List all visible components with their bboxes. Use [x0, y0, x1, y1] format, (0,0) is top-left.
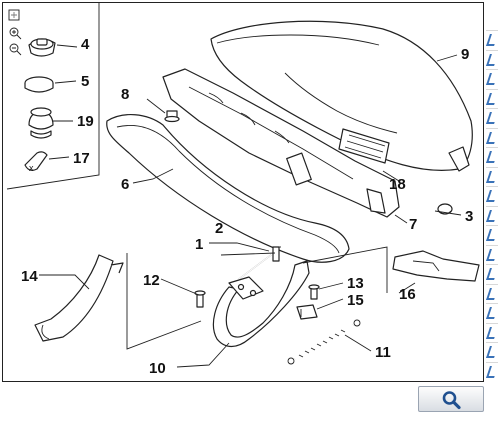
fit-page-icon[interactable]: [8, 9, 20, 21]
list-item[interactable]: [486, 361, 498, 381]
callout-17: 17: [73, 150, 90, 167]
viewer-controls[interactable]: [8, 9, 22, 56]
checkmark-icon: [486, 151, 498, 163]
diagram-frame: x: [2, 2, 484, 382]
callout-9: 9: [461, 46, 469, 63]
list-item[interactable]: [486, 147, 498, 166]
part-13-screw[interactable]: [308, 284, 320, 300]
callout-4: 4: [81, 36, 90, 53]
list-item[interactable]: [486, 30, 498, 49]
exploded-parts-diagram[interactable]: x: [3, 3, 485, 383]
hinge-inset-border: [126, 253, 202, 350]
list-item[interactable]: [486, 244, 498, 264]
zoom-out-icon[interactable]: [9, 43, 22, 56]
callout-14: 14: [21, 268, 38, 285]
part-16-bracket[interactable]: [392, 250, 480, 282]
checkmark-icon: [486, 268, 498, 280]
list-item[interactable]: [486, 88, 498, 108]
list-item[interactable]: [486, 108, 498, 127]
callout-1: 1: [195, 236, 203, 253]
checkmark-icon: [486, 131, 498, 144]
checkmark-icon: [486, 209, 498, 222]
list-item[interactable]: [486, 166, 498, 186]
callout-11: 11: [375, 344, 391, 361]
list-item[interactable]: [486, 205, 498, 225]
list-item[interactable]: [486, 49, 498, 69]
parts-list-strip[interactable]: [486, 30, 498, 382]
callout-3: 3: [465, 208, 473, 225]
part-3-cap[interactable]: [437, 203, 453, 215]
part-19-grommet[interactable]: [28, 107, 54, 139]
list-item[interactable]: [486, 322, 498, 342]
callout-6: 6: [121, 176, 129, 193]
part-9-boot-lid[interactable]: [210, 20, 473, 172]
checkmark-icon: [486, 326, 498, 339]
checkmark-icon: [486, 112, 498, 124]
callout-16: 16: [399, 286, 416, 303]
list-item[interactable]: [486, 186, 498, 205]
checkmark-icon: [486, 346, 498, 358]
callout-8: 8: [121, 86, 129, 103]
part-15-clip[interactable]: [296, 304, 318, 320]
checkmark-icon: [486, 190, 498, 202]
part-2-bolt[interactable]: [271, 246, 281, 262]
list-item[interactable]: [486, 283, 498, 303]
magnifier-icon: [442, 391, 461, 410]
part-18-plate[interactable]: [338, 128, 390, 164]
callout-7: 7: [409, 216, 417, 233]
checkmark-icon: [486, 307, 498, 319]
hinge-pin-leader-box: [302, 246, 388, 293]
checkmark-icon: [486, 53, 498, 66]
zoom-button[interactable]: [418, 386, 484, 412]
part-11-spring[interactable]: [287, 319, 361, 365]
bumper-marker: x: [29, 163, 34, 173]
part-12-screw[interactable]: [194, 290, 206, 308]
callout-2: 2: [215, 220, 223, 237]
part-14-hinge-cover[interactable]: [34, 254, 124, 342]
callout-13: 13: [347, 275, 364, 292]
callout-18: 18: [389, 176, 406, 193]
list-item[interactable]: [486, 127, 498, 147]
list-item[interactable]: [486, 225, 498, 244]
checkmark-icon: [486, 92, 498, 105]
list-item[interactable]: [486, 303, 498, 322]
zoom-in-icon[interactable]: [9, 27, 22, 40]
callout-12: 12: [143, 272, 160, 289]
checkmark-icon: [486, 34, 498, 46]
callout-15: 15: [347, 292, 364, 309]
list-item[interactable]: [486, 69, 498, 88]
checkmark-icon: [486, 229, 498, 241]
checkmark-icon: [486, 248, 498, 261]
part-17-bumper[interactable]: x: [24, 151, 48, 173]
part-5-plug[interactable]: [24, 76, 54, 93]
checkmark-icon: [486, 170, 498, 183]
part-6-seal[interactable]: [106, 114, 350, 263]
checkmark-icon: [486, 365, 498, 378]
part-10-hinge[interactable]: [212, 260, 310, 348]
checkmark-icon: [486, 287, 498, 300]
list-item[interactable]: [486, 264, 498, 283]
checkmark-icon: [486, 73, 498, 85]
callout-10: 10: [149, 360, 166, 377]
part-1-rod[interactable]: [238, 254, 272, 280]
callout-5: 5: [81, 73, 89, 90]
callout-19: 19: [77, 113, 94, 130]
list-item[interactable]: [486, 342, 498, 361]
part-4-clip[interactable]: [28, 38, 56, 57]
part-8-screw[interactable]: [164, 110, 180, 123]
part-7-inner-frame[interactable]: [162, 68, 400, 218]
small-parts-inset-border: [6, 3, 100, 190]
